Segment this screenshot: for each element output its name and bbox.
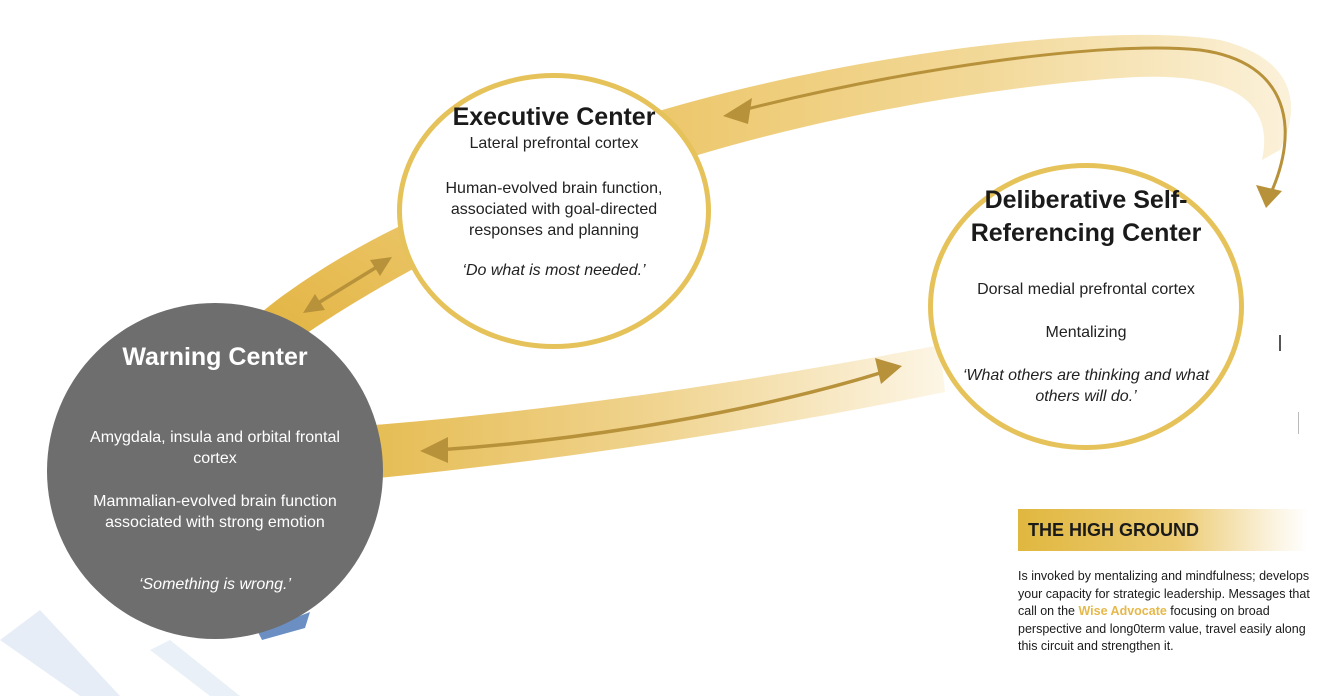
- divider-tick: [1298, 412, 1299, 434]
- warning-description: Mammalian-evolved brain function associa…: [93, 493, 337, 531]
- arrowhead-to-warning-bottom: [420, 437, 448, 463]
- warning-title: Warning Center: [122, 343, 308, 371]
- executive-subtitle: Lateral prefrontal cortex: [469, 135, 639, 152]
- arrowhead-to-warning: [303, 294, 325, 313]
- high-ground-body-end: focusing on broad perspective and long0t…: [1018, 604, 1306, 653]
- arrowhead-exec-back: [723, 98, 752, 124]
- faint-logo-shape-2: [150, 640, 240, 696]
- executive-description: Human-evolved brain function, associated…: [445, 180, 663, 239]
- executive-center-circle: Executive Center Lateral prefrontal cort…: [397, 73, 711, 349]
- warning-subtitle: Amygdala, insula and orbital frontal cor…: [90, 429, 340, 467]
- deliberative-subtitle: Dorsal medial prefrontal cortex: [977, 281, 1195, 298]
- arrowhead-to-executive: [370, 257, 392, 276]
- arrow-warning-executive: [309, 260, 386, 310]
- arrowhead-to-deliberative-bottom: [875, 358, 902, 384]
- high-ground-text: Is invoked by mentalizing and mindfulnes…: [1018, 568, 1318, 656]
- faint-logo-shape: [0, 610, 120, 696]
- arrow-deliberative-warning: [436, 371, 881, 452]
- high-ground-title: THE HIGH GROUND: [1028, 520, 1199, 540]
- high-ground-body-start: Is invoked by mentalizing and mindfulnes…: [1018, 569, 1310, 618]
- deliberative-quote: ‘What others are thinking and what other…: [962, 367, 1210, 405]
- top-band: [600, 34, 1292, 170]
- executive-quote: ‘Do what is most needed.’: [462, 262, 646, 279]
- arrow-executive-deliberative: [734, 46, 1287, 196]
- blue-ribbon-shape: [258, 612, 310, 640]
- high-ground-banner: THE HIGH GROUND: [1018, 509, 1308, 551]
- warning-quote: ‘Something is wrong.’: [138, 576, 292, 593]
- deliberative-title: Deliberative Self-Referencing Center: [970, 186, 1202, 247]
- deliberative-description: Mentalizing: [1045, 324, 1127, 341]
- divider-tick: [1279, 335, 1281, 351]
- arrowhead-to-deliberative: [1256, 185, 1282, 208]
- warning-center-circle: Warning Center Amygdala, insula and orbi…: [47, 303, 383, 639]
- bottom-band: [375, 345, 945, 478]
- deliberative-center-circle: Deliberative Self-Referencing Center Dor…: [928, 163, 1244, 450]
- executive-title: Executive Center: [452, 103, 656, 131]
- wise-advocate-highlight: Wise Advocate: [1078, 604, 1167, 618]
